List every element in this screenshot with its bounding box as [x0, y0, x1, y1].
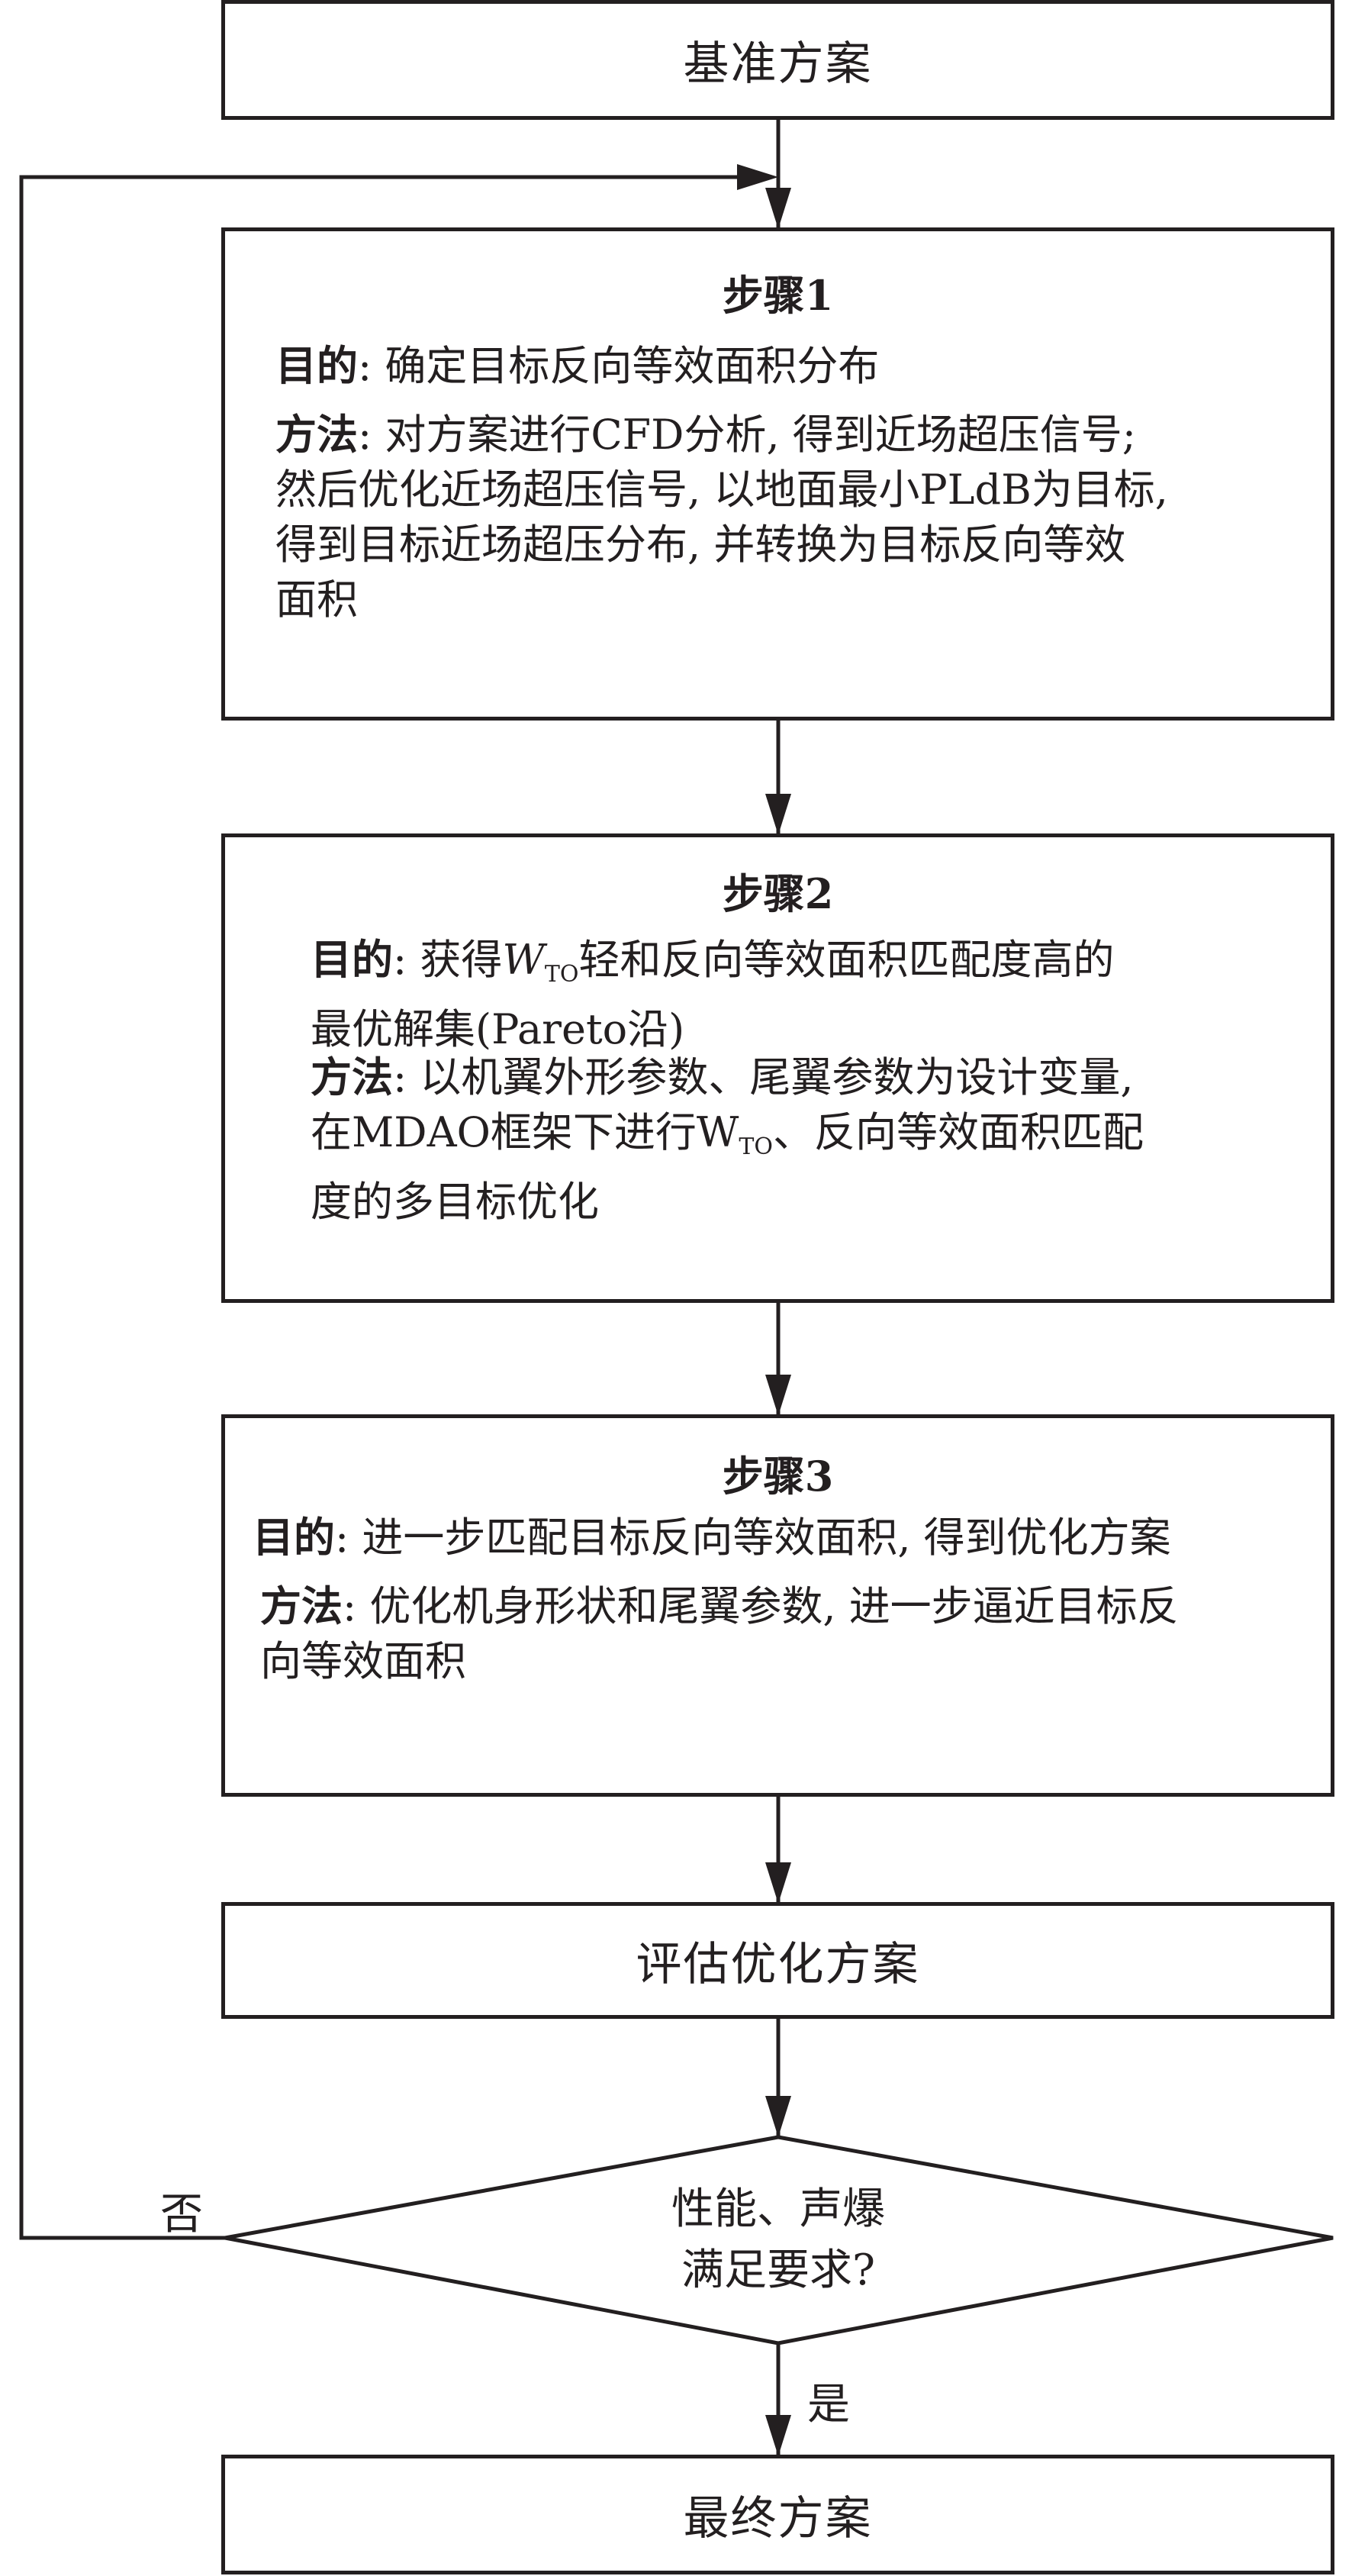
arrow-step2-to-step3	[765, 1301, 791, 1416]
step1-method-line1: 方法: 对方案进行CFD分析, 得到近场超压信号;	[275, 410, 1136, 459]
step2-method-line3: 度的多目标优化	[311, 1178, 599, 1226]
step3-method: 方法: 优化机身形状和尾翼参数, 进一步逼近目标反 向等效面积	[260, 1578, 1179, 1689]
step3-method-line1: 方法: 优化机身形状和尾翼参数, 进一步逼近目标反	[260, 1581, 1179, 1630]
step1-method-key: 方法	[275, 410, 358, 459]
step3-goal: 目的: 进一步匹配目标反向等效面积, 得到优化方案	[253, 1510, 1171, 1565]
step1-method-line2: 然后优化近场超压信号, 以地面最小PLdB为目标,	[275, 466, 1168, 514]
start-label: 基准方案	[683, 37, 873, 91]
step2-goal-key: 目的	[311, 935, 393, 984]
step1-goal: 目的: 确定目标反向等效面积分布	[275, 338, 879, 394]
step1-goal-text: : 确定目标反向等效面积分布	[358, 342, 880, 390]
arrow-start-to-step1	[765, 118, 791, 229]
step2-title: 步骤2	[722, 869, 834, 918]
yes-branch-label: 是	[807, 2380, 850, 2429]
step1-goal-key: 目的	[275, 341, 358, 390]
wto-symbol: W	[502, 936, 545, 984]
start-box: 基准方案	[221, 0, 1334, 120]
step1-title: 步骤1	[722, 271, 834, 320]
feedback-loop-line	[19, 164, 778, 2240]
step2-method: 方法: 以机翼外形参数、尾翼参数为设计变量, 在MDAO框架下进行WTO、反向等…	[311, 1049, 1144, 1230]
decision-line2: 满足要求?	[681, 2246, 876, 2295]
evaluate-label: 评估优化方案	[636, 1938, 920, 1991]
step1-method-line3: 得到目标近场超压分布, 并转换为目标反向等效	[275, 521, 1126, 569]
step2-goal-line2: 最优解集(Pareto沿)	[311, 1005, 685, 1053]
step2-goal-line1: 目的: 获得WTO轻和反向等效面积匹配度高的	[311, 935, 1115, 988]
step2-method-key: 方法	[311, 1053, 393, 1101]
step3-goal-text: : 进一步匹配目标反向等效面积, 得到优化方案	[335, 1514, 1171, 1562]
step2-box: 步骤2 目的: 获得WTO轻和反向等效面积匹配度高的 最优解集(Pareto沿)…	[221, 833, 1334, 1303]
arrow-step3-to-evaluate	[765, 1795, 791, 1904]
decision-text: 性能、声爆 满足要求?	[549, 2179, 1007, 2301]
step3-method-line2: 向等效面积	[260, 1637, 466, 1685]
step2-method-line1: 方法: 以机翼外形参数、尾翼参数为设计变量,	[311, 1053, 1134, 1101]
end-box: 最终方案	[221, 2455, 1334, 2574]
no-branch-label: 否	[160, 2190, 203, 2239]
step2-method-line2: 在MDAO框架下进行WTO、反向等效面积匹配	[311, 1108, 1144, 1160]
step2-goal: 目的: 获得WTO轻和反向等效面积匹配度高的 最优解集(Pareto沿)	[311, 932, 1114, 1057]
step1-box: 步骤1 目的: 确定目标反向等效面积分布 方法: 对方案进行CFD分析, 得到近…	[221, 227, 1334, 721]
step1-method: 方法: 对方案进行CFD分析, 得到近场超压信号; 然后优化近场超压信号, 以地…	[275, 407, 1168, 627]
arrow-decision-to-end	[765, 2343, 791, 2456]
step3-box: 步骤3 目的: 进一步匹配目标反向等效面积, 得到优化方案 方法: 优化机身形状…	[221, 1414, 1334, 1797]
evaluate-box: 评估优化方案	[221, 1902, 1334, 2019]
step3-goal-key: 目的	[253, 1513, 335, 1562]
arrow-evaluate-to-decision	[765, 2017, 791, 2137]
step3-title: 步骤3	[722, 1452, 834, 1501]
arrow-step1-to-step2	[765, 719, 791, 835]
step3-method-key: 方法	[260, 1581, 343, 1630]
decision-line1: 性能、声爆	[671, 2184, 885, 2234]
step1-method-line4: 面积	[275, 575, 358, 624]
end-label: 最终方案	[683, 2492, 873, 2545]
